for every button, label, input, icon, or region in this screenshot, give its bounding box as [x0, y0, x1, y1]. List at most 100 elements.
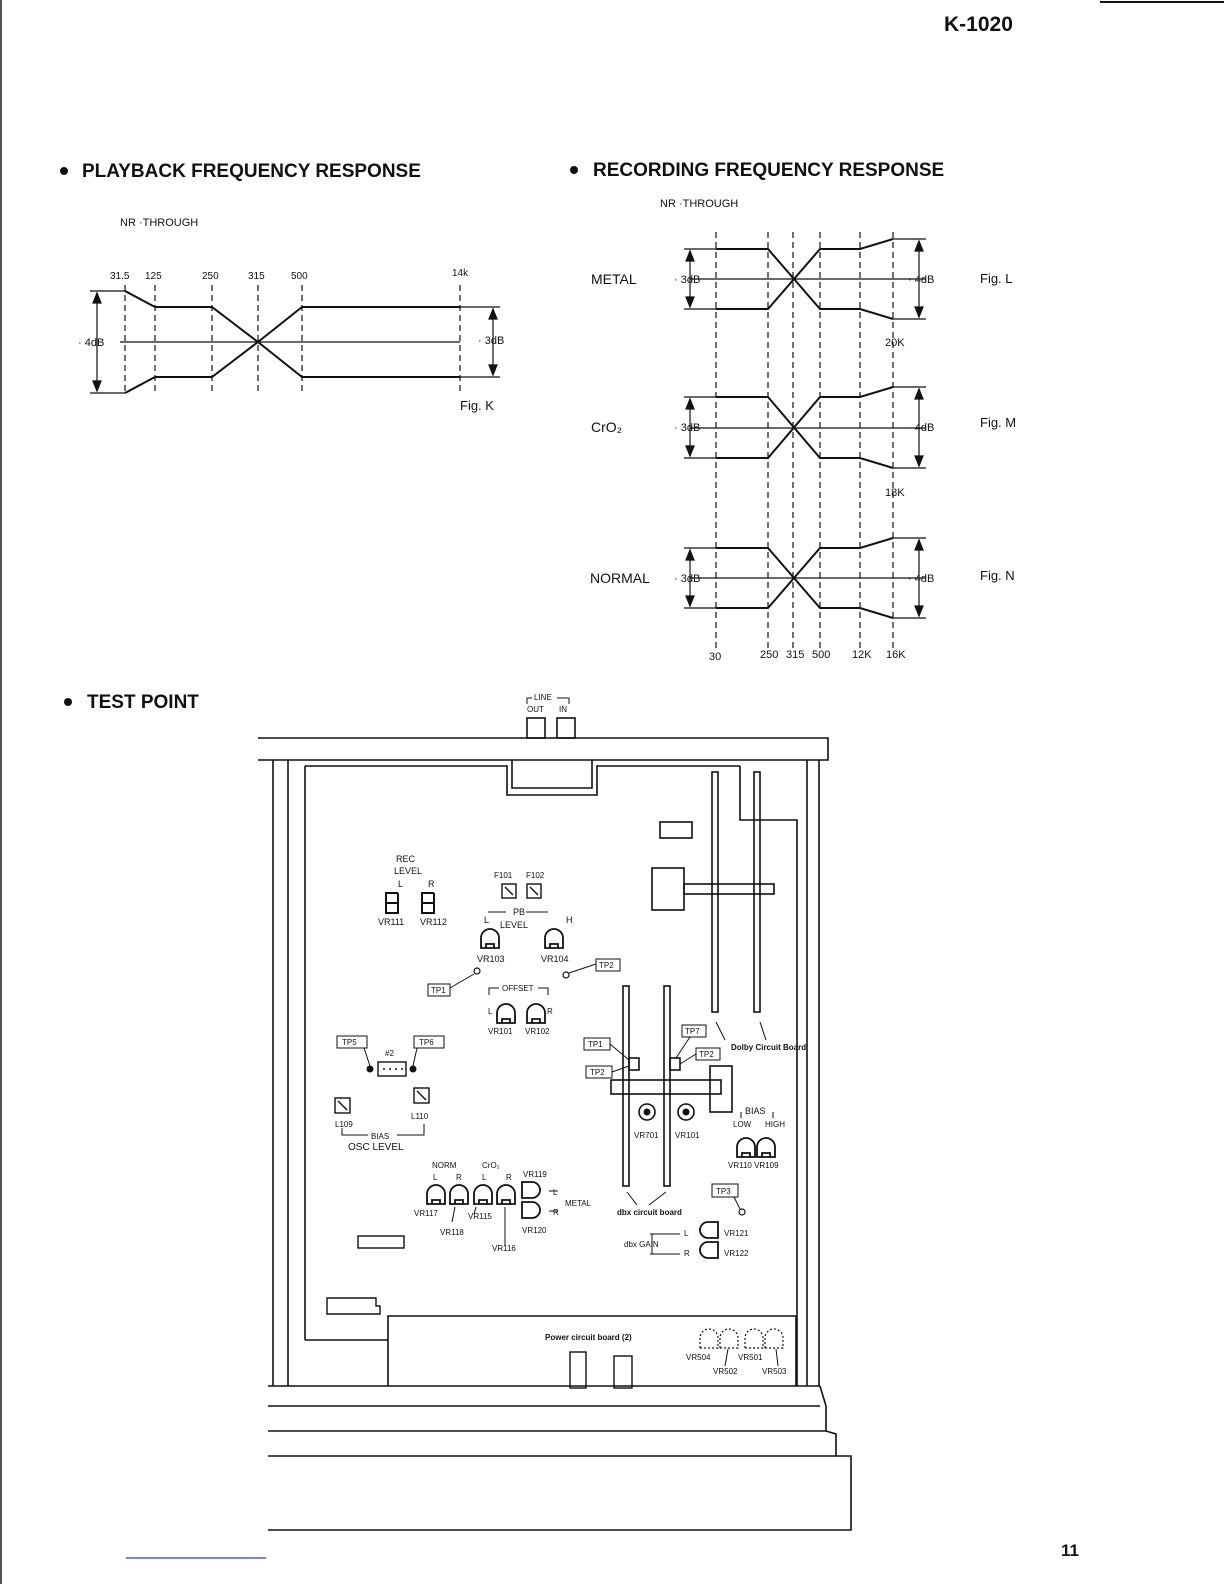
vr111-label: VR111 [378, 917, 404, 927]
metal-upper-curve [716, 238, 894, 310]
bullet-icon [64, 698, 72, 706]
connector [569, 1351, 587, 1389]
line-out-label: OUT [527, 705, 544, 714]
freq-label: 500 [291, 271, 308, 282]
potentiometer-icon [449, 1184, 469, 1205]
dolby-board [753, 771, 761, 1013]
freq-label: 315 [248, 271, 265, 282]
vr504-label: VR504 [686, 1353, 711, 1362]
test-point-title: TEST POINT [87, 692, 199, 713]
trimmer-icon [638, 1103, 656, 1121]
rear-panel [258, 737, 829, 761]
coil-icon [413, 1087, 430, 1104]
chassis-outline [258, 717, 852, 1531]
adjust-screw-icon [501, 883, 517, 899]
rec-level-group: REC LEVEL L R VR111 VR112 [378, 854, 447, 927]
cro2-lower-curve [716, 396, 894, 469]
tp-box [669, 1057, 681, 1071]
vr112-label: VR112 [420, 917, 447, 927]
adjust-screw-icon [526, 883, 542, 899]
vr503-label: VR503 [762, 1367, 787, 1376]
normal-graph [684, 537, 926, 619]
bias-lowhigh-group: BIAS LOW HIGH VR110 VR109 [728, 1106, 785, 1170]
r-label: R [506, 1173, 512, 1182]
leader-line [449, 973, 475, 989]
tp6-label: TP6 [419, 1038, 434, 1047]
screw-slot [529, 886, 539, 896]
vr120-label: VR120 [522, 1226, 547, 1235]
vr103-label: VR103 [477, 954, 505, 964]
freq-label: 315 [786, 649, 804, 661]
level-label: LEVEL [500, 920, 528, 930]
connector [326, 1297, 381, 1315]
potentiometer-icon [421, 892, 435, 914]
metal-bracket [549, 1190, 558, 1212]
dolby-board [711, 771, 719, 1013]
tp1-label: TP1 [588, 1040, 603, 1049]
connector [357, 1235, 405, 1249]
connector-2 [377, 1061, 407, 1077]
bracket [651, 867, 685, 911]
line-bracket [526, 697, 570, 704]
vr502-label: VR502 [713, 1367, 738, 1376]
metal-right-db: · 4dB [908, 274, 934, 286]
r-label: R [553, 1208, 559, 1217]
vr104-label: VR104 [541, 954, 569, 964]
l-label: L [482, 1173, 487, 1182]
playback-graph [90, 285, 500, 395]
arrow-icon [914, 538, 924, 618]
arrow-icon [914, 387, 924, 468]
vr119-label: VR119 [523, 1170, 547, 1179]
lower-limit-curve [124, 340, 460, 394]
line-jack-label: LINE OUT IN [527, 693, 567, 714]
offset-label: OFFSET [502, 984, 534, 993]
rec-label: REC [396, 854, 416, 864]
main-board-edge [305, 765, 740, 796]
upper-limit-curve [124, 290, 460, 344]
tape-bias-labels: NORM CrO₂ L R L R VR119 VR117 VR115 VR11… [414, 1161, 592, 1253]
freq-label: 12K [852, 649, 872, 661]
r-label: R [684, 1249, 690, 1258]
f101-label: F101 [494, 871, 513, 880]
tp-labels-upper: TP1 TP2 [431, 961, 614, 995]
vr115-label: VR115 [468, 1212, 492, 1221]
dbx-gain-group: dbx GAIN L R VR121 VR122 [624, 1229, 749, 1258]
bias-bracket [341, 1124, 425, 1136]
test-point-icon [738, 1208, 746, 1216]
metal-left-db: · 3dB [674, 274, 700, 286]
normal-right-db: · 4dB [908, 573, 934, 585]
playback-freq-labels: 31.5 125 250 315 500 14k [110, 268, 469, 282]
fig-m-label: Fig. M [980, 415, 1016, 430]
potentiometer-icon [496, 1003, 516, 1024]
pb-label: PB [513, 907, 525, 917]
tp7-label: TP7 [685, 1027, 700, 1036]
fig-k-label: Fig. K [460, 398, 494, 413]
freq-label: 14k [452, 268, 469, 279]
arrow-icon [685, 397, 695, 458]
vr110-vr109-label: VR110 VR109 [728, 1161, 779, 1170]
test-point-icon [409, 1065, 417, 1073]
test-point-icon [562, 971, 570, 979]
bracket-bar [683, 883, 775, 895]
leader-line [724, 1348, 779, 1367]
tp-box [628, 1057, 640, 1071]
tp5-tag [336, 1035, 368, 1049]
cro2-upper-curve [716, 386, 894, 459]
vr102-label: VR102 [525, 1027, 550, 1036]
arrow-icon [685, 249, 695, 309]
tp6-tag [413, 1035, 445, 1049]
l110-label: L110 [411, 1112, 429, 1121]
dbx-trimmer-labels: VR701 VR101 [634, 1131, 700, 1140]
leader-line [733, 1196, 741, 1210]
leader-line [715, 1021, 767, 1041]
trimmer-icon [677, 1103, 695, 1121]
vr117-label: VR117 [414, 1209, 438, 1218]
dbx-board-label: dbx circuit board [617, 1208, 682, 1217]
osc-level-label: OSC LEVEL [348, 1142, 404, 1153]
tp1-label: TP1 [431, 986, 446, 995]
dbx-board [663, 985, 671, 1187]
line-label: LINE [534, 693, 552, 702]
screw-slot [416, 1090, 427, 1101]
metal-label: METAL [591, 271, 637, 287]
bias-label: BIAS [745, 1106, 766, 1116]
